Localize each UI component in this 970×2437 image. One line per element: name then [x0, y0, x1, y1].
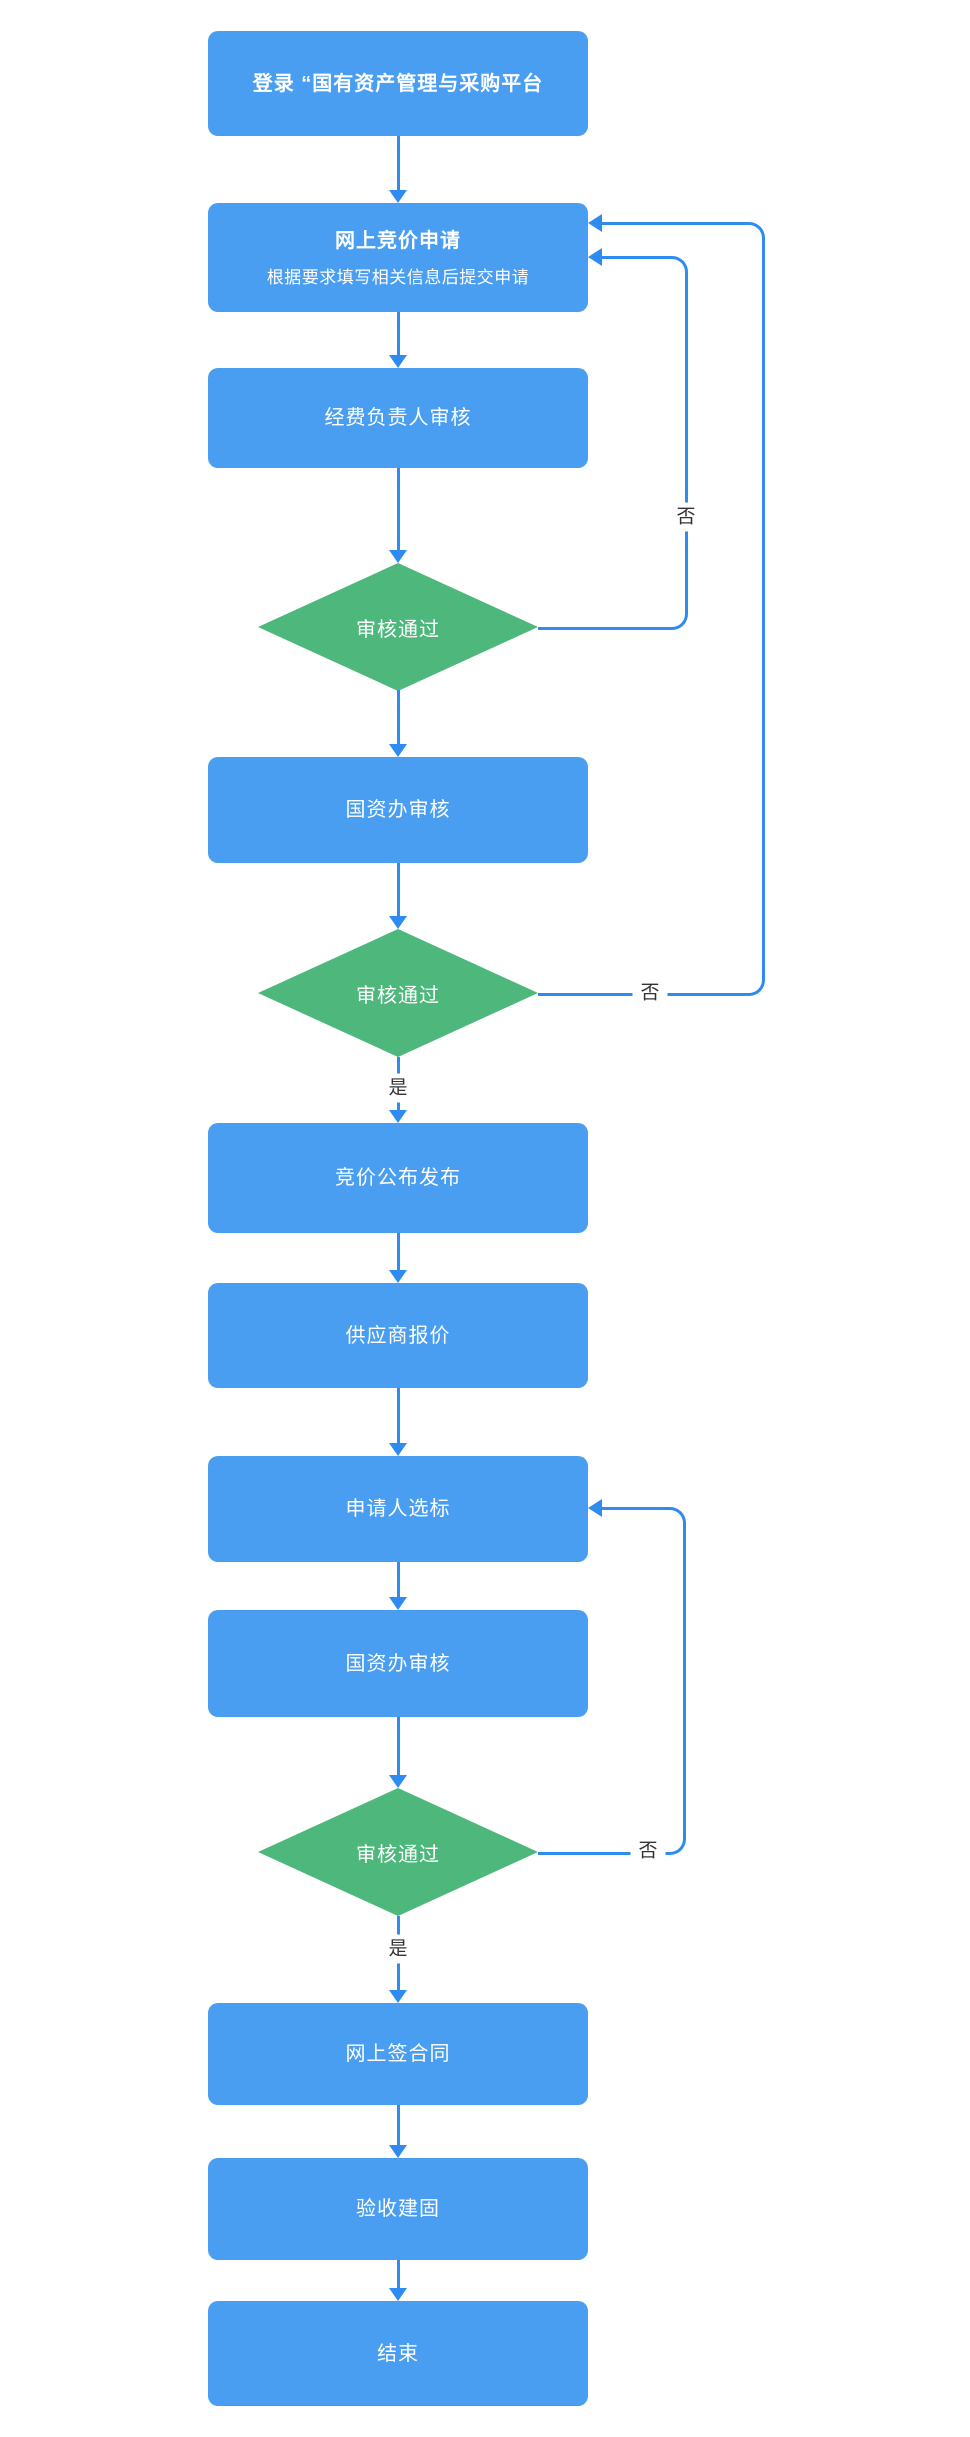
decision-review-pass-3: 审核通过 [258, 1788, 538, 1916]
connector-quote-select [397, 1388, 400, 1443]
loop1-no-connector [538, 611, 688, 630]
node-bid-publish-label: 竞价公布发布 [335, 1167, 461, 1189]
node-gzb-review-2-label: 国资办审核 [345, 1652, 451, 1675]
node-gzb-review-2: 国资办审核 [208, 1610, 588, 1717]
node-acceptance: 验收建固 [208, 2158, 588, 2260]
connector-select-gzbreview2 [397, 1562, 400, 1597]
connector-application-fundreview [397, 312, 400, 355]
node-applicant-select: 申请人选标 [208, 1456, 588, 1562]
node-login-label: 登录 “国有资产管理与采购平台 [252, 72, 544, 95]
connector-acceptance-end [397, 2260, 400, 2288]
decision-review-pass-1-label: 审核通过 [356, 618, 440, 641]
arrowhead-down-icon [389, 2145, 407, 2158]
loop1-no-connector [600, 256, 688, 614]
node-sign-contract-label: 网上签合同 [345, 2043, 451, 2065]
node-fund-manager-review: 经费负责人审核 [208, 368, 588, 468]
arrowhead-down-icon [389, 1775, 407, 1788]
arrowhead-left-icon [588, 248, 602, 266]
connector-gzbreview2-decision3 [397, 1717, 400, 1775]
node-bid-publish: 竞价公布发布 [208, 1123, 588, 1233]
edge-label-no: 否 [668, 502, 704, 532]
edge-label-yes: 是 [380, 1934, 416, 1964]
loop3-no-connector [538, 1836, 686, 1855]
connector-decision1-gzbreview1 [397, 690, 400, 744]
arrowhead-down-icon [389, 1270, 407, 1283]
edge-label-yes: 是 [380, 1073, 416, 1103]
node-supplier-quote: 供应商报价 [208, 1283, 588, 1388]
arrowhead-down-icon [389, 1443, 407, 1456]
node-bid-application-label: 网上竞价申请 [335, 229, 461, 252]
edge-label-no: 否 [630, 1836, 666, 1866]
node-fund-manager-review-label: 经费负责人审核 [324, 407, 472, 429]
connector-publish-quote [397, 1233, 400, 1270]
connector-gzbreview1-decision2 [397, 863, 400, 916]
decision-review-pass-1: 审核通过 [258, 563, 538, 691]
node-end: 结束 [208, 2301, 588, 2406]
arrowhead-down-icon [389, 1990, 407, 2003]
decision-review-pass-2-label: 审核通过 [356, 984, 440, 1007]
node-login: 登录 “国有资产管理与采购平台 [208, 31, 588, 136]
arrowhead-left-icon [588, 214, 602, 232]
node-acceptance-label: 验收建固 [356, 2198, 440, 2220]
node-gzb-review-1-label: 国资办审核 [345, 799, 451, 821]
node-bid-application-sublabel: 根据要求填写相关信息后提交申请 [266, 267, 530, 287]
arrowhead-down-icon [389, 190, 407, 203]
arrowhead-down-icon [389, 744, 407, 757]
loop2-no-connector [600, 222, 765, 980]
connector-contract-acceptance [397, 2105, 400, 2145]
node-end-label: 结束 [377, 2342, 419, 2365]
node-gzb-review-1: 国资办审核 [208, 757, 588, 863]
arrowhead-down-icon [389, 550, 407, 563]
arrowhead-down-icon [389, 916, 407, 929]
decision-review-pass-3-label: 审核通过 [356, 1843, 440, 1866]
node-bid-application: 网上竞价申请 根据要求填写相关信息后提交申请 [208, 203, 588, 312]
node-applicant-select-label: 申请人选标 [345, 1498, 451, 1520]
edge-label-no: 否 [632, 978, 668, 1008]
arrowhead-down-icon [389, 2288, 407, 2301]
arrowhead-left-icon [588, 1499, 602, 1517]
arrowhead-down-icon [389, 1110, 407, 1123]
node-sign-contract: 网上签合同 [208, 2003, 588, 2105]
connector-login-application [397, 136, 400, 190]
loop3-no-connector [600, 1507, 686, 1840]
arrowhead-down-icon [389, 1597, 407, 1610]
node-supplier-quote-label: 供应商报价 [345, 1324, 451, 1347]
connector-fundreview-decision1 [397, 468, 400, 550]
arrowhead-down-icon [389, 355, 407, 368]
decision-review-pass-2: 审核通过 [258, 929, 538, 1057]
